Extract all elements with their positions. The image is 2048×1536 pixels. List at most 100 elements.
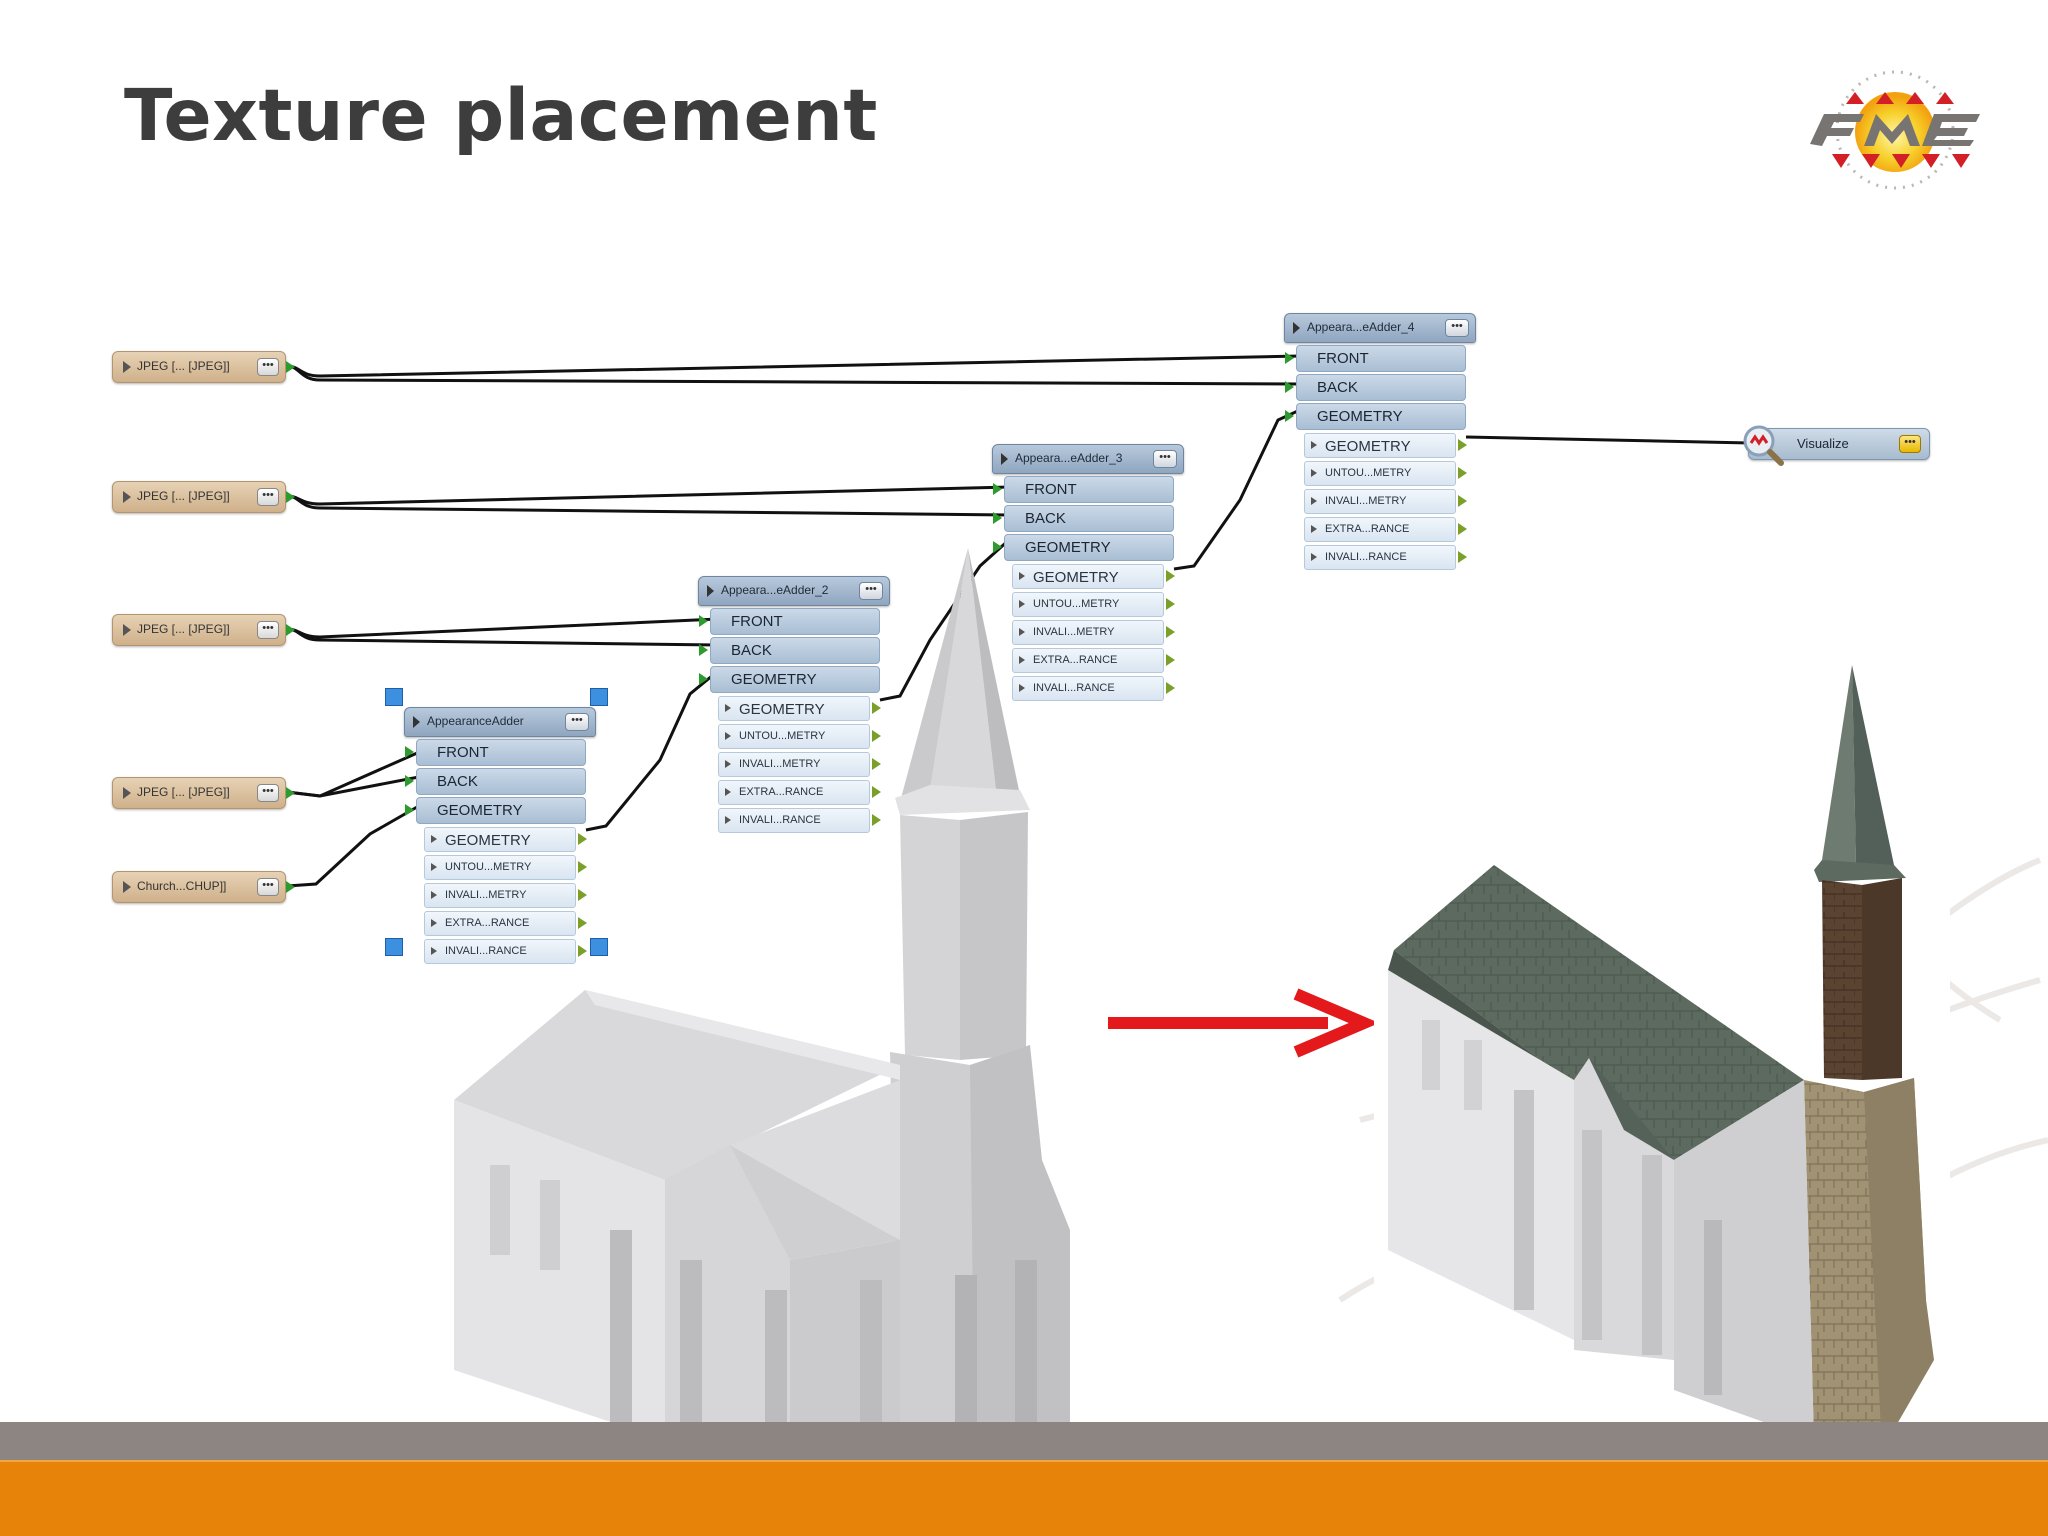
expand-triangle-icon[interactable]	[1311, 497, 1317, 505]
expand-triangle-icon[interactable]	[413, 716, 420, 728]
expand-triangle-icon[interactable]	[725, 788, 731, 796]
more-options-icon[interactable]: •••	[257, 488, 279, 506]
selection-handle[interactable]	[590, 938, 608, 956]
reader-node-jpeg-3[interactable]: JPEG [... [JPEG]] •••	[112, 614, 295, 646]
expand-triangle-icon[interactable]	[1019, 656, 1025, 664]
output-port-icon[interactable]	[872, 814, 881, 826]
output-port-icon[interactable]	[1458, 523, 1467, 535]
expand-triangle-icon[interactable]	[707, 585, 714, 597]
more-options-icon[interactable]: •••	[1899, 435, 1921, 453]
reader-node-church[interactable]: Church...CHUP]] •••	[112, 871, 295, 903]
output-port-icon[interactable]	[286, 361, 295, 373]
output-port-extra-appearance[interactable]: EXTRA...RANCE	[424, 911, 587, 936]
transformer-header[interactable]: AppearanceAdder •••	[404, 707, 596, 737]
output-port-icon[interactable]	[872, 786, 881, 798]
input-port-geometry[interactable]: GEOMETRY	[699, 666, 880, 693]
expand-triangle-icon[interactable]	[725, 816, 731, 824]
input-port-icon[interactable]	[405, 804, 414, 816]
output-port-geometry[interactable]: GEOMETRY	[424, 827, 587, 852]
input-port-icon[interactable]	[993, 512, 1002, 524]
expand-triangle-icon[interactable]	[1311, 441, 1317, 449]
expand-triangle-icon[interactable]	[725, 704, 731, 712]
output-port-invalid-appearance[interactable]: INVALI...RANCE	[718, 808, 881, 833]
input-port-icon[interactable]	[1285, 410, 1294, 422]
output-port-icon[interactable]	[286, 881, 295, 893]
output-port-icon[interactable]	[1458, 495, 1467, 507]
output-port-invalid-appearance[interactable]: INVALI...RANCE	[1304, 545, 1467, 570]
expand-triangle-icon[interactable]	[1019, 684, 1025, 692]
more-options-icon[interactable]: •••	[257, 358, 279, 376]
expand-triangle-icon[interactable]	[1001, 453, 1008, 465]
input-port-back[interactable]: BACK	[1285, 374, 1466, 401]
output-port-geometry[interactable]: GEOMETRY	[1304, 433, 1467, 458]
transformer-header[interactable]: Appeara...eAdder_4 •••	[1284, 313, 1476, 343]
input-port-icon[interactable]	[1285, 381, 1294, 393]
expand-triangle-icon[interactable]	[725, 732, 731, 740]
output-port-invalid-geometry[interactable]: INVALI...METRY	[1304, 489, 1467, 514]
more-options-icon[interactable]: •••	[257, 621, 279, 639]
expand-triangle-icon[interactable]	[123, 624, 131, 636]
input-port-front[interactable]: FRONT	[699, 608, 880, 635]
input-port-icon[interactable]	[699, 615, 708, 627]
output-port-invalid-appearance[interactable]: INVALI...RANCE	[1012, 676, 1175, 701]
more-options-icon[interactable]: •••	[257, 784, 279, 802]
input-port-icon[interactable]	[699, 644, 708, 656]
more-options-icon[interactable]: •••	[565, 713, 589, 731]
output-port-invalid-geometry[interactable]: INVALI...METRY	[718, 752, 881, 777]
expand-triangle-icon[interactable]	[123, 361, 131, 373]
expand-triangle-icon[interactable]	[123, 491, 131, 503]
input-port-icon[interactable]	[405, 746, 414, 758]
input-port-front[interactable]: FRONT	[405, 739, 586, 766]
transformer-appearance-adder-2[interactable]: Appeara...eAdder_2 ••• FRONT BACK GEOMET…	[698, 576, 890, 833]
output-port-untouched[interactable]: UNTOU...METRY	[718, 724, 881, 749]
expand-triangle-icon[interactable]	[123, 787, 131, 799]
expand-triangle-icon[interactable]	[123, 881, 131, 893]
output-port-geometry[interactable]: GEOMETRY	[718, 696, 881, 721]
transformer-appearance-adder[interactable]: AppearanceAdder ••• FRONT BACK GEOMETRY …	[404, 707, 596, 964]
input-port-front[interactable]: FRONT	[1285, 345, 1466, 372]
input-port-geometry[interactable]: GEOMETRY	[1285, 403, 1466, 430]
output-port-icon[interactable]	[1458, 467, 1467, 479]
output-port-untouched[interactable]: UNTOU...METRY	[1012, 592, 1175, 617]
output-port-icon[interactable]	[1458, 439, 1467, 451]
transformer-header[interactable]: Appeara...eAdder_3 •••	[992, 444, 1184, 474]
output-port-icon[interactable]	[1166, 570, 1175, 582]
expand-triangle-icon[interactable]	[725, 760, 731, 768]
output-port-icon[interactable]	[1458, 551, 1467, 563]
expand-triangle-icon[interactable]	[1311, 525, 1317, 533]
expand-triangle-icon[interactable]	[431, 835, 437, 843]
input-port-icon[interactable]	[699, 673, 708, 685]
output-port-invalid-appearance[interactable]: INVALI...RANCE	[424, 939, 587, 964]
transformer-header[interactable]: Appeara...eAdder_2 •••	[698, 576, 890, 606]
output-port-icon[interactable]	[286, 624, 295, 636]
output-port-invalid-geometry[interactable]: INVALI...METRY	[424, 883, 587, 908]
output-port-icon[interactable]	[1166, 598, 1175, 610]
input-port-back[interactable]: BACK	[405, 768, 586, 795]
transformer-appearance-adder-4[interactable]: Appeara...eAdder_4 ••• FRONT BACK GEOMET…	[1284, 313, 1476, 570]
expand-triangle-icon[interactable]	[1019, 628, 1025, 636]
input-port-geometry[interactable]: GEOMETRY	[993, 534, 1174, 561]
output-port-icon[interactable]	[578, 833, 587, 845]
output-port-icon[interactable]	[872, 758, 881, 770]
output-port-untouched[interactable]: UNTOU...METRY	[1304, 461, 1467, 486]
input-port-icon[interactable]	[1285, 352, 1294, 364]
selection-handle[interactable]	[385, 688, 403, 706]
output-port-icon[interactable]	[286, 491, 295, 503]
output-port-icon[interactable]	[1166, 626, 1175, 638]
input-port-back[interactable]: BACK	[699, 637, 880, 664]
output-port-icon[interactable]	[286, 787, 295, 799]
transformer-appearance-adder-3[interactable]: Appeara...eAdder_3 ••• FRONT BACK GEOMET…	[992, 444, 1184, 701]
input-port-icon[interactable]	[405, 775, 414, 787]
output-port-icon[interactable]	[1166, 682, 1175, 694]
input-port-icon[interactable]	[993, 541, 1002, 553]
output-port-untouched[interactable]: UNTOU...METRY	[424, 855, 587, 880]
output-port-geometry[interactable]: GEOMETRY	[1012, 564, 1175, 589]
more-options-icon[interactable]: •••	[1153, 450, 1177, 468]
inspector-node-visualize[interactable]: Visualize •••	[1743, 425, 1930, 466]
output-port-icon[interactable]	[578, 861, 587, 873]
output-port-icon[interactable]	[578, 917, 587, 929]
input-port-geometry[interactable]: GEOMETRY	[405, 797, 586, 824]
output-port-extra-appearance[interactable]: EXTRA...RANCE	[1012, 648, 1175, 673]
expand-triangle-icon[interactable]	[1311, 553, 1317, 561]
input-port-front[interactable]: FRONT	[993, 476, 1174, 503]
